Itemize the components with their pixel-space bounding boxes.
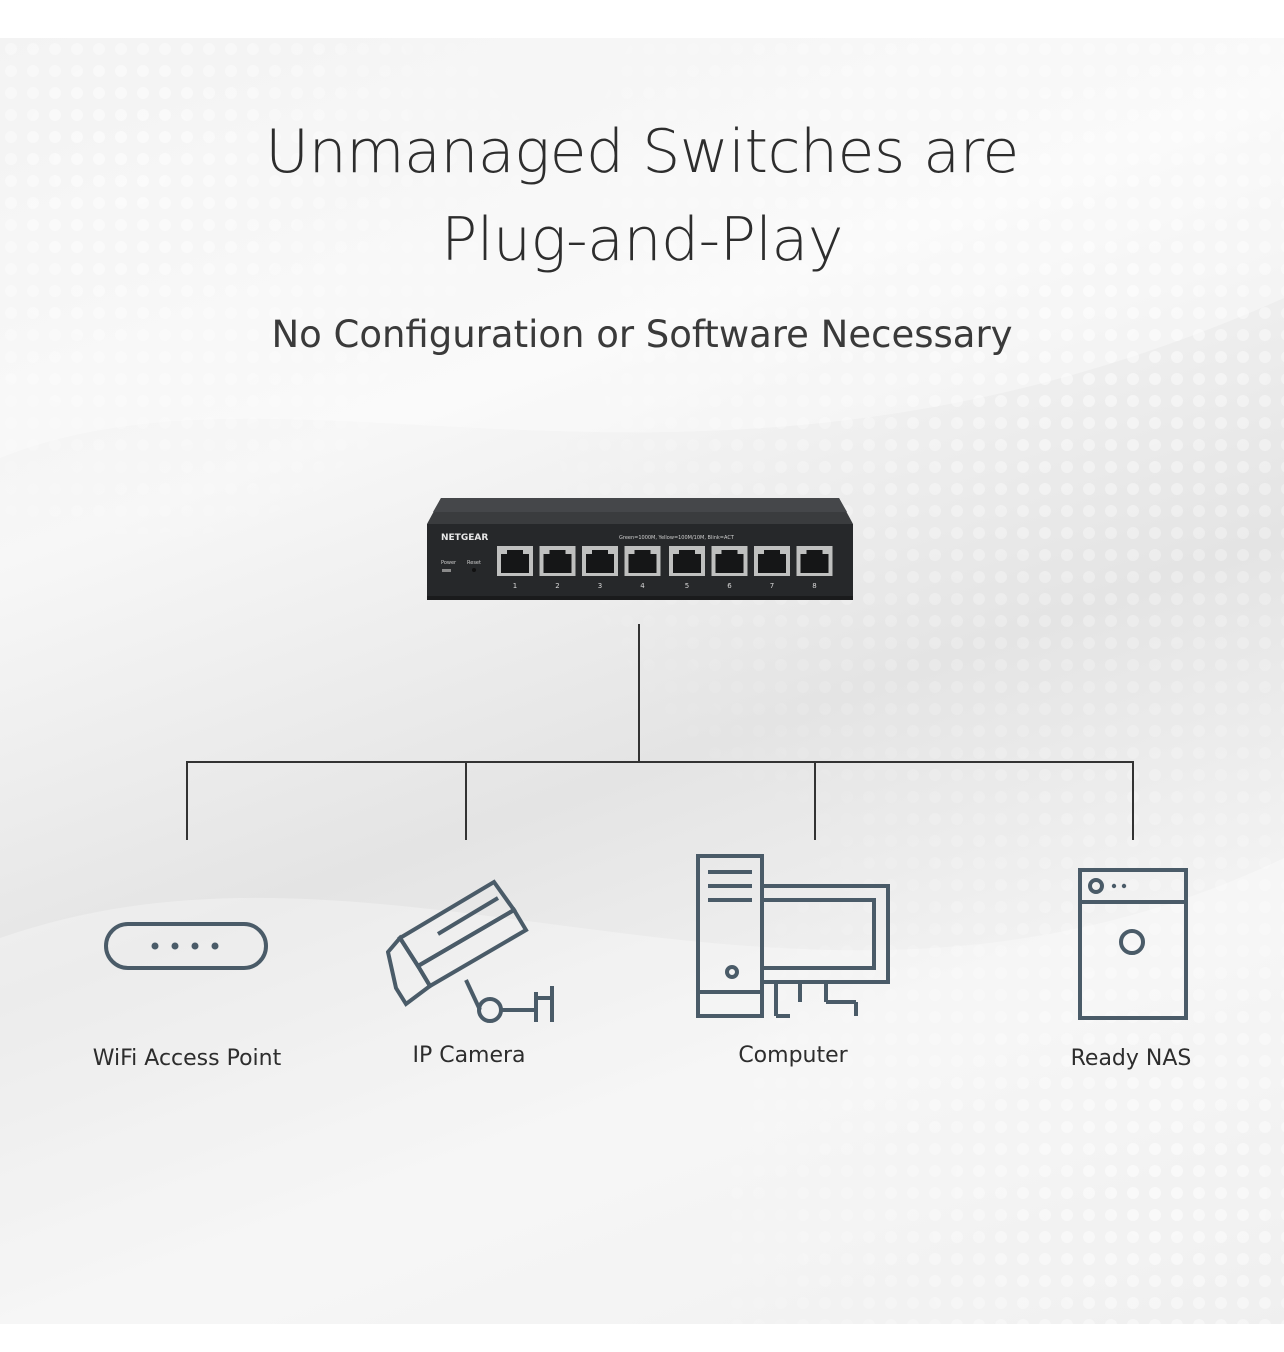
- switch-port-socket-2: [543, 550, 572, 573]
- switch-port-number-6: 6: [727, 582, 732, 590]
- switch-port-socket-7: [758, 550, 786, 573]
- switch-brand: NETGEAR: [441, 533, 488, 543]
- switch-port-number-7: 7: [770, 582, 774, 590]
- switch-port-socket-6: [715, 550, 744, 573]
- switch-port-socket-8: [800, 550, 829, 573]
- switch-port-socket-5: [673, 550, 701, 573]
- diagram-canvas: Unmanaged Switches are Plug-and-Play No …: [0, 38, 1284, 1324]
- device-label-nas: Ready NAS: [1070, 1046, 1192, 1071]
- switch-led-legend: Green=1000M, Yellow=100M/10M, Blink=ACT: [619, 535, 735, 541]
- title-line-1: Unmanaged Switches are: [265, 117, 1019, 187]
- switch-port-socket-1: [501, 550, 529, 573]
- wifi-access-point-icon: [104, 922, 268, 970]
- ip-camera-icon: [386, 879, 554, 1023]
- switch-port-number-4: 4: [640, 582, 645, 590]
- switch-port-socket-3: [586, 550, 614, 573]
- subtitle: No Configuration or Software Necessary: [271, 313, 1013, 356]
- switch-port-socket-4: [628, 550, 657, 573]
- switch-reset-label: Reset: [467, 560, 481, 566]
- switch-ports: 1 2 3 4 5 6 7 8: [497, 546, 833, 590]
- power-led: [442, 569, 451, 572]
- computer-icon: [696, 854, 890, 1018]
- title-line-2: Plug-and-Play: [441, 205, 843, 275]
- device-label-wifi: WiFi Access Point: [92, 1046, 282, 1071]
- reset-button: [472, 568, 476, 572]
- switch-port-number-2: 2: [555, 582, 559, 590]
- network-switch: NETGEAR Green=1000M, Yellow=100M/10M, Bl…: [427, 498, 853, 600]
- device-label-camera: IP Camera: [412, 1043, 526, 1068]
- switch-port-number-1: 1: [513, 582, 517, 590]
- switch-power-label: Power: [441, 560, 457, 566]
- connection-lines: [186, 624, 1134, 840]
- nas-icon: [1078, 868, 1188, 1020]
- background-dot-pattern: [0, 38, 1284, 1324]
- switch-port-number-5: 5: [685, 582, 689, 590]
- switch-port-number-3: 3: [598, 582, 602, 590]
- device-label-computer: Computer: [738, 1043, 848, 1068]
- switch-port-number-8: 8: [812, 582, 816, 590]
